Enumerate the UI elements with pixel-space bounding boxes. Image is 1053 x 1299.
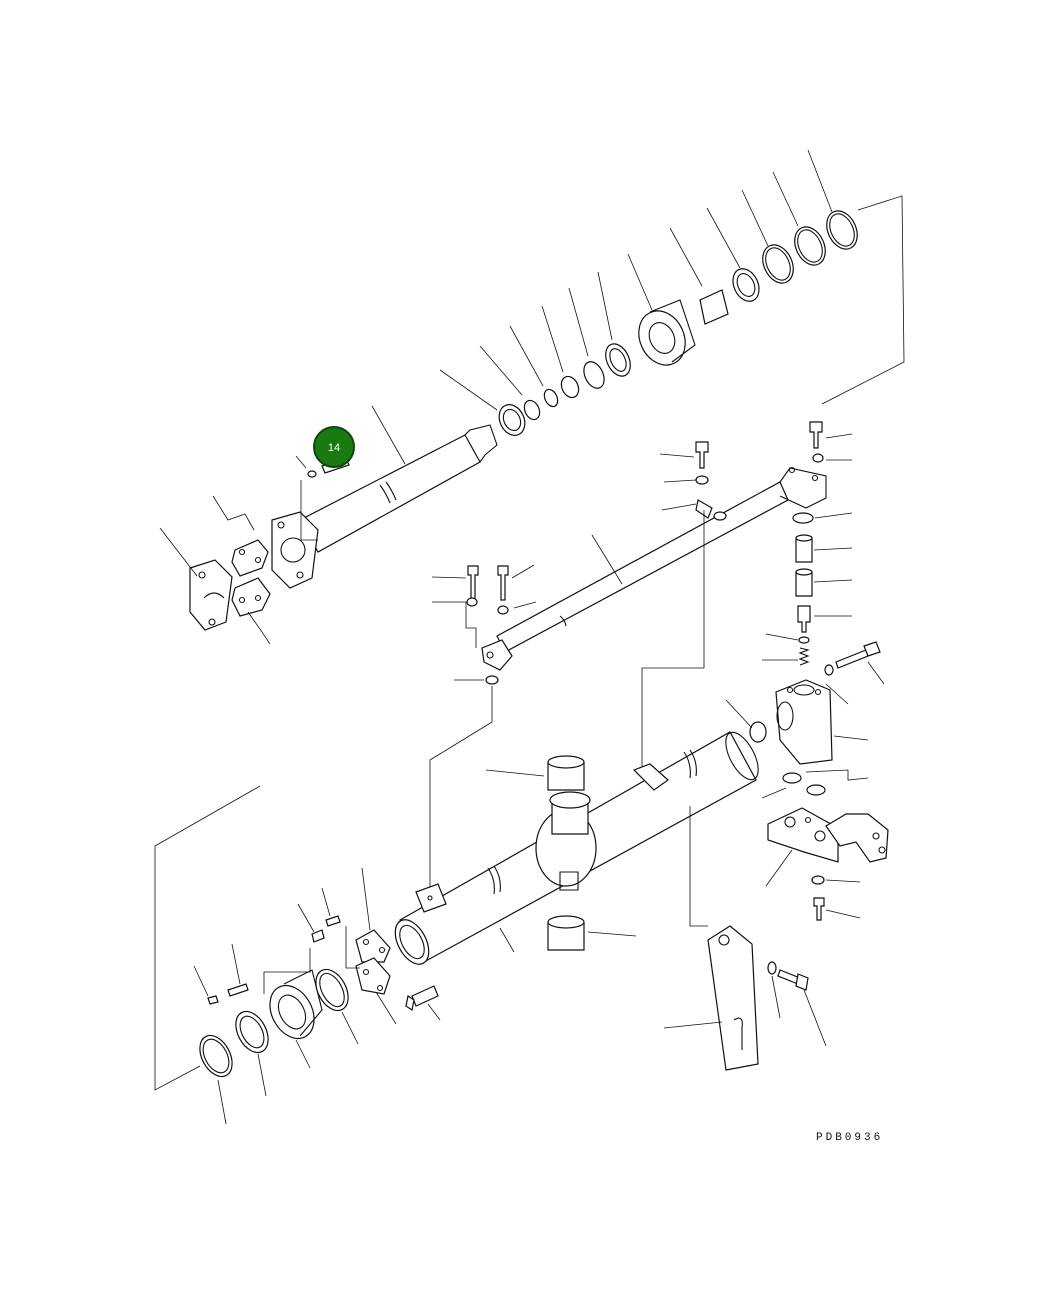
hydraulic-tube	[429, 421, 853, 890]
cylinder-head-parts	[154, 785, 441, 1125]
piston-rod-assembly	[271, 405, 498, 589]
callout-14-label: 14	[328, 442, 340, 454]
mounting-bracket	[663, 925, 827, 1071]
callout-14-badge[interactable]: 14	[313, 426, 355, 468]
check-valve-parts	[725, 534, 889, 921]
seal-rings	[439, 149, 905, 436]
cylinder-barrel	[394, 731, 759, 965]
rod-clamp-halves	[159, 495, 271, 645]
drawing-code: PDB0936	[816, 1132, 883, 1144]
